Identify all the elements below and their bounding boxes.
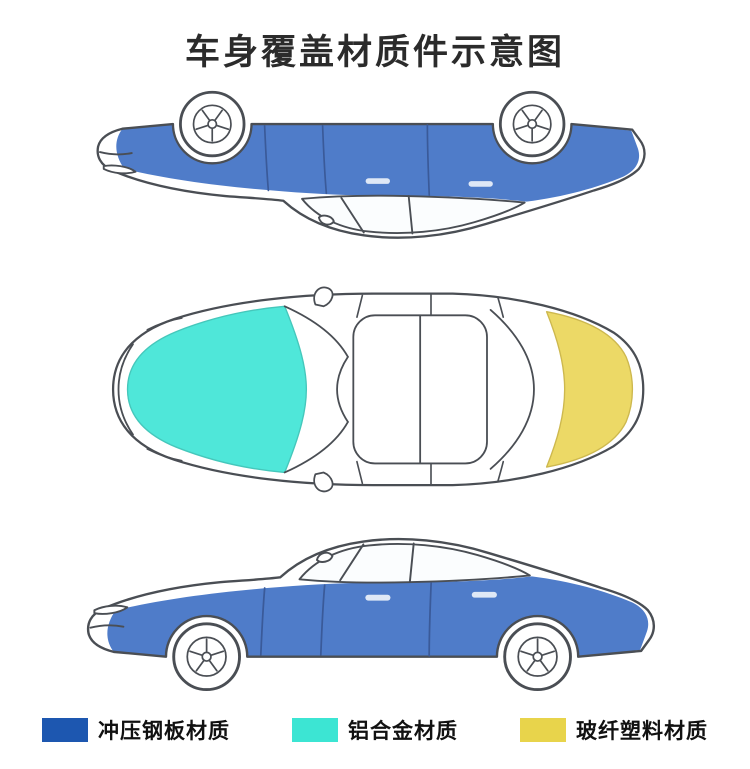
page-title: 车身覆盖材质件示意图 bbox=[184, 33, 565, 72]
door-seam-lines bbox=[356, 294, 505, 486]
right-a-pillar bbox=[283, 421, 349, 474]
legend-swatch-stamped-steel bbox=[42, 718, 88, 743]
fiberglass-tailgate-panel bbox=[545, 311, 634, 469]
left-headlight-line bbox=[146, 317, 183, 332]
legend-item-fiberglass-plastic: 玻纤塑料材质 bbox=[520, 715, 708, 745]
legend-swatch-aluminum-alloy bbox=[292, 718, 338, 743]
right-headlight-line bbox=[146, 448, 183, 463]
legend-swatch-fiberglass-plastic bbox=[520, 718, 566, 743]
legend: 冲压钢板材质 铝合金材质 玻纤塑料材质 bbox=[0, 715, 750, 745]
top-view-drawing bbox=[111, 286, 645, 493]
car-top-outline bbox=[111, 292, 645, 487]
aluminum-hood-panel bbox=[126, 306, 308, 474]
inverted-side-view-drawing bbox=[96, 90, 646, 240]
left-a-pillar bbox=[283, 305, 349, 359]
left-side-mirror bbox=[313, 286, 334, 308]
legend-label-aluminum-alloy: 铝合金材质 bbox=[348, 720, 458, 744]
top-view-figure bbox=[0, 281, 750, 498]
right-side-mirror bbox=[313, 472, 334, 493]
front-bumper-seam bbox=[117, 343, 134, 436]
windshield-top-edge bbox=[336, 356, 349, 424]
legend-label-fiberglass-plastic: 玻纤塑料材质 bbox=[576, 720, 708, 744]
side-view-figure bbox=[0, 498, 750, 701]
inverted-side-view-figure bbox=[0, 81, 750, 277]
legend-item-stamped-steel: 冲压钢板材质 bbox=[42, 715, 230, 745]
rear-window-edge bbox=[489, 309, 535, 471]
legend-item-aluminum-alloy: 铝合金材质 bbox=[292, 715, 458, 745]
inverted-car-drawing bbox=[96, 90, 646, 240]
side-car-drawing bbox=[86, 537, 656, 692]
side-view-drawing bbox=[86, 537, 656, 692]
legend-label-stamped-steel: 冲压钢板材质 bbox=[98, 720, 230, 744]
